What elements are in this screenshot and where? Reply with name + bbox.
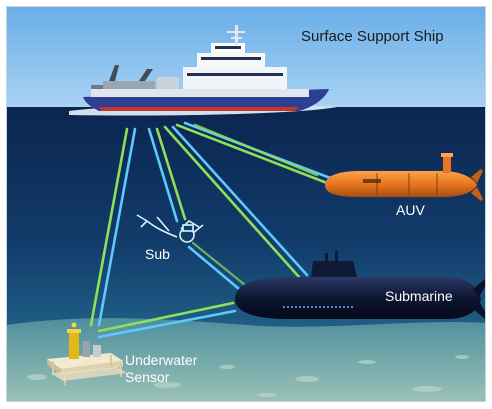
seabed-rocks	[27, 355, 469, 397]
label-submarine: Submarine	[385, 288, 453, 304]
underwater-network-diagram: Surface Support Ship AUV Sub Submarine U…	[6, 6, 486, 402]
communication-links	[89, 121, 335, 339]
label-sub: Sub	[145, 246, 170, 262]
underwater-sensor	[47, 322, 127, 385]
surface-support-ship	[83, 25, 329, 111]
diver-figure	[136, 214, 204, 243]
label-underwater-sensor-line2: Sensor	[125, 369, 170, 385]
label-auv: AUV	[396, 202, 425, 218]
auv-vehicle	[325, 153, 483, 201]
seabed	[7, 318, 485, 401]
submarine-vessel	[235, 251, 485, 319]
label-underwater-sensor-line1: Underwater	[125, 352, 198, 368]
label-surface-support-ship: Surface Support Ship	[301, 28, 444, 45]
scene-graphic	[7, 7, 485, 401]
